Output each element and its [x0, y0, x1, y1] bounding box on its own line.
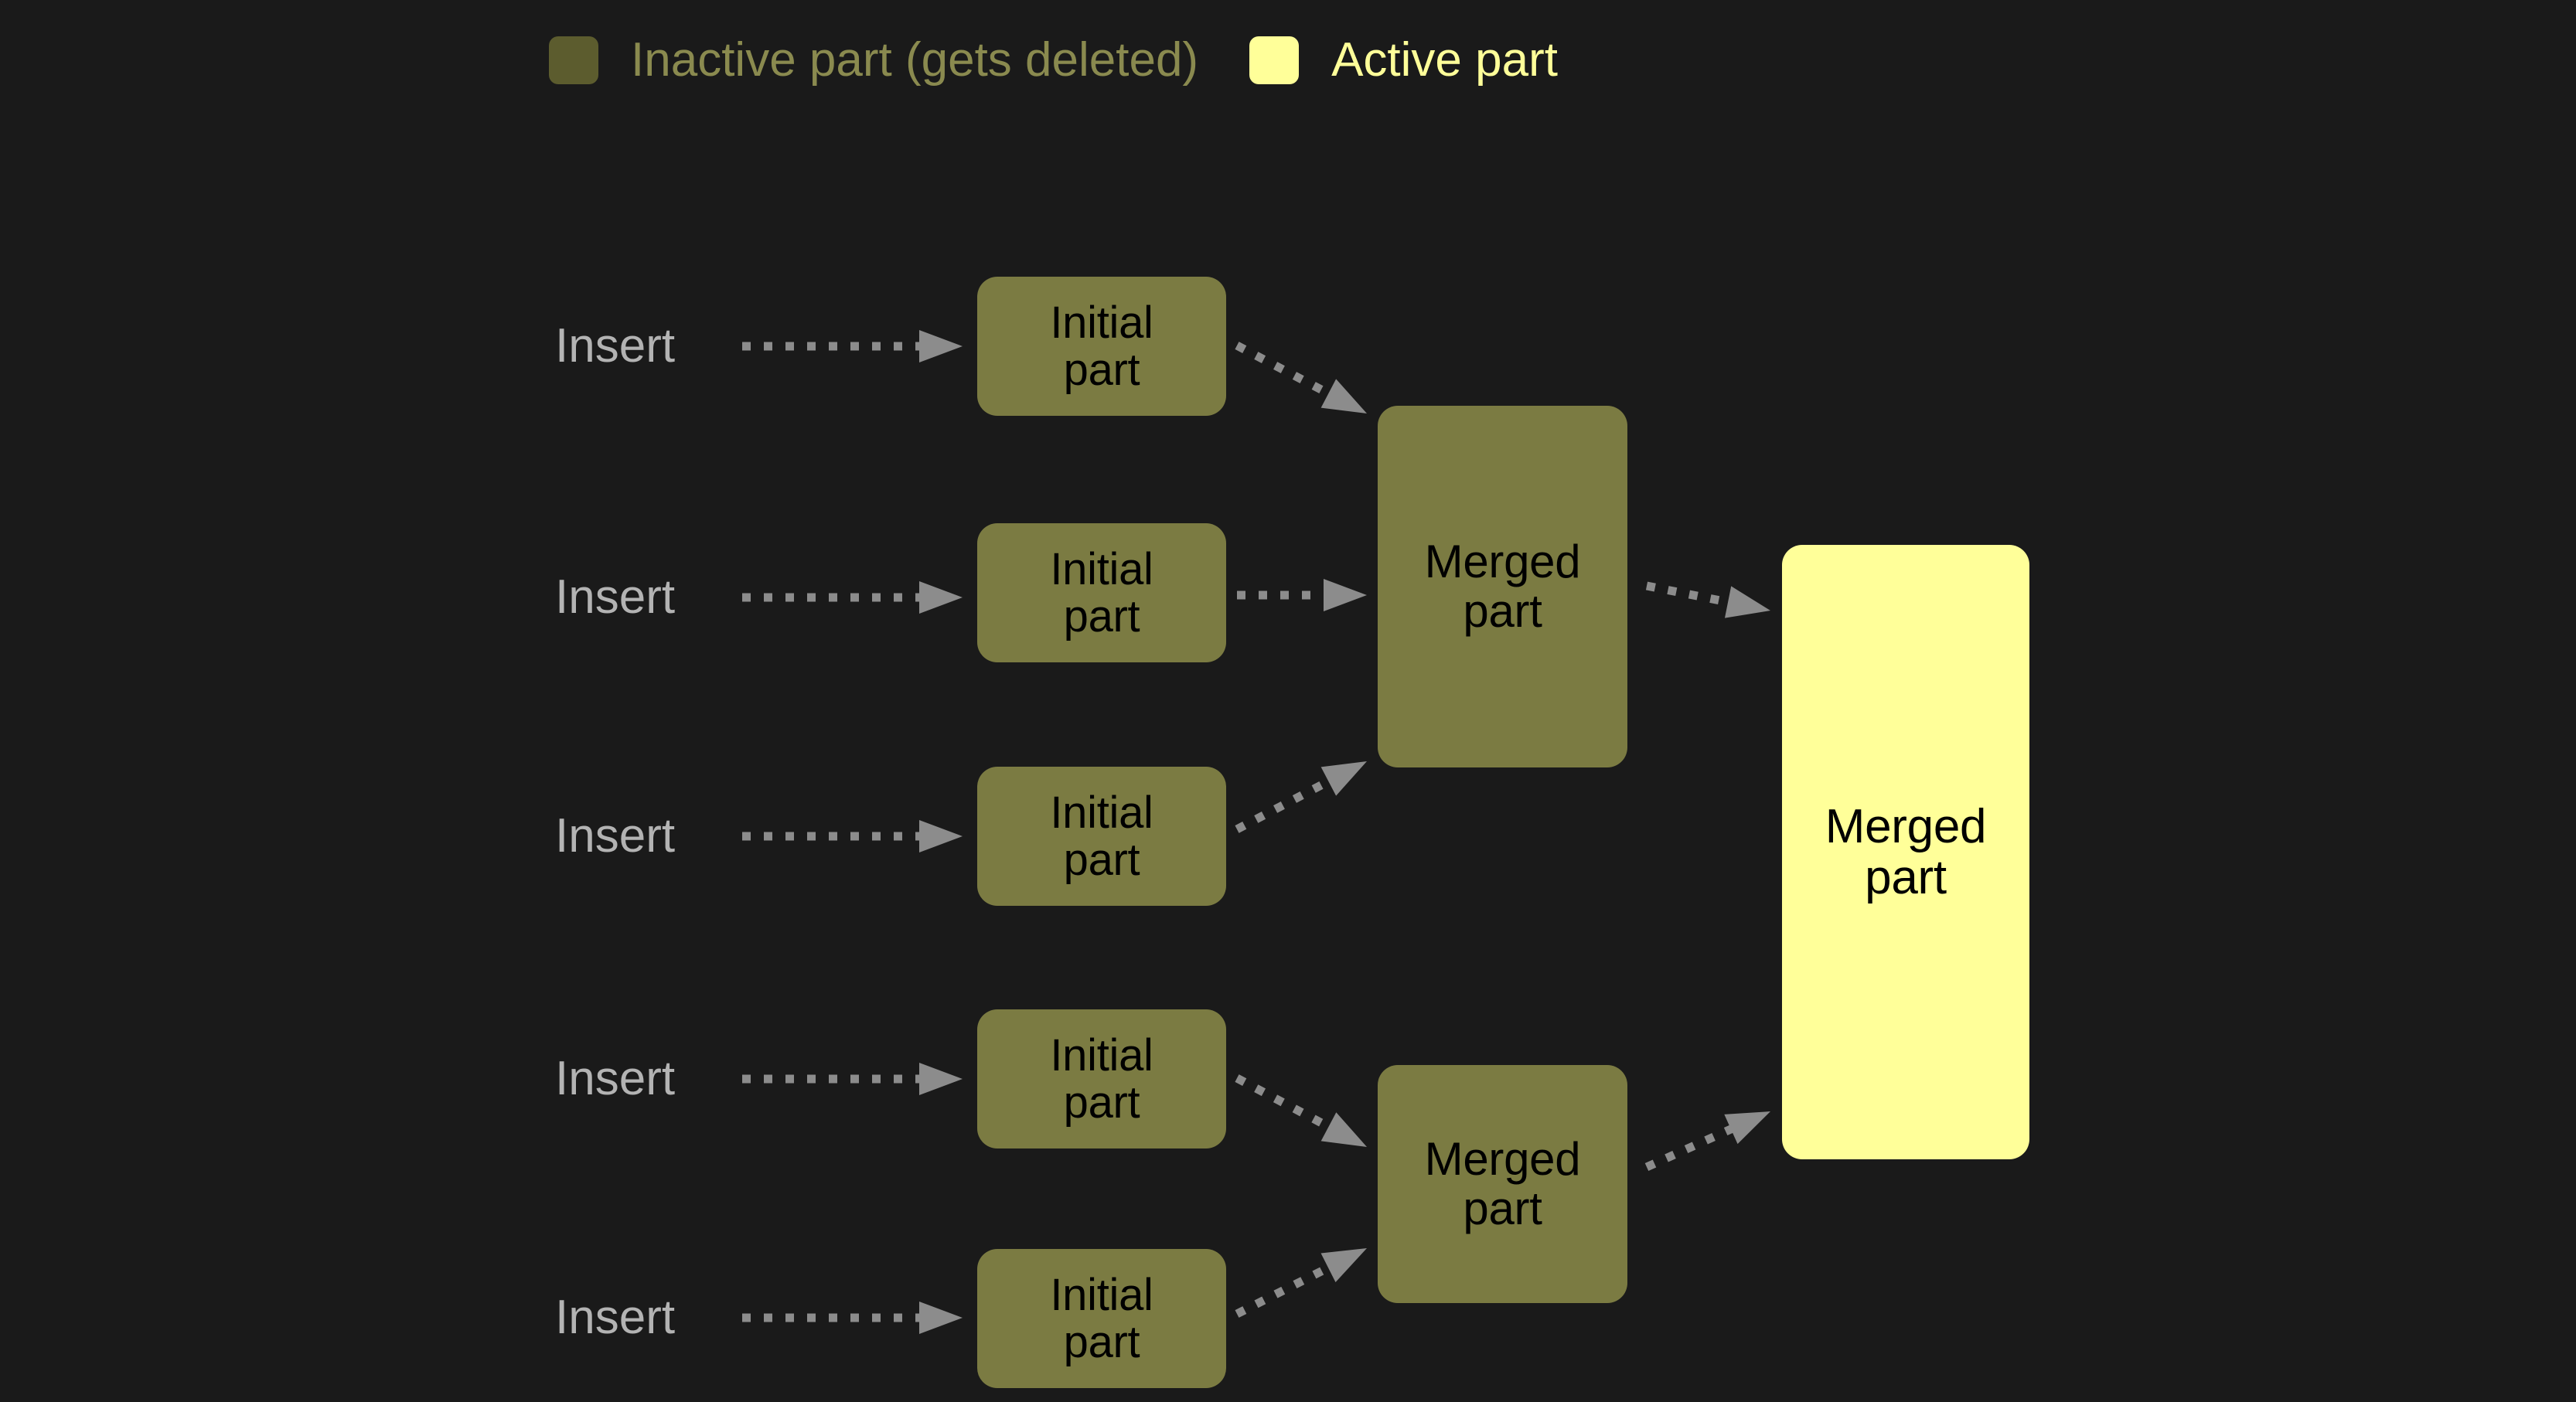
node-label-line2: part — [1063, 1077, 1140, 1128]
edge-arrowhead-icon — [919, 581, 963, 614]
legend-item-inactive: Inactive part (gets deleted) — [549, 36, 1198, 84]
edge-arrowhead-icon — [1320, 379, 1367, 413]
node-label-line2: part — [1063, 591, 1140, 641]
node-label-line1: Initial — [1050, 787, 1153, 838]
insert-label: Insert — [555, 1052, 676, 1105]
edge-arrowhead-icon — [1324, 579, 1367, 611]
node-label-line1: Merged — [1424, 1133, 1581, 1186]
edge-line — [1235, 1074, 1346, 1138]
edge-line — [1235, 342, 1346, 406]
edge-arrowhead-icon — [1320, 1247, 1368, 1283]
node-label-line1: Initial — [1050, 543, 1153, 594]
inactive-swatch-icon — [549, 36, 598, 84]
edge-arrowhead-icon — [919, 1302, 963, 1334]
node-label-line2: part — [1463, 1183, 1542, 1234]
legend: Inactive part (gets deleted) Active part — [549, 31, 1558, 90]
insert-label: Insert — [555, 319, 676, 373]
node-label-line2: part — [1063, 345, 1140, 395]
edge-arrowhead-icon — [919, 820, 963, 852]
node-label-line2: part — [1463, 585, 1542, 637]
node-label-line1: Initial — [1050, 1029, 1153, 1080]
edges-group — [742, 330, 1770, 1334]
edge-arrowhead-icon — [1320, 761, 1367, 796]
node-label-line1: Initial — [1050, 1269, 1153, 1320]
insert-label: Insert — [555, 1291, 676, 1344]
insert-label: Insert — [555, 570, 676, 624]
legend-label-inactive: Inactive part (gets deleted) — [631, 33, 1199, 87]
edge-arrowhead-icon — [919, 1063, 963, 1095]
node-label-line2: part — [1063, 835, 1140, 885]
node-label-line2: part — [1063, 1317, 1140, 1367]
edge-line — [1235, 1256, 1346, 1318]
edge-arrowhead-icon — [1724, 1111, 1770, 1145]
edge-arrowhead-icon — [1724, 586, 1770, 618]
node-label-line1: Merged — [1424, 536, 1581, 588]
edge-arrowhead-icon — [919, 330, 963, 362]
legend-item-active: Active part — [1249, 36, 1558, 84]
node-label-line1: Initial — [1050, 297, 1153, 348]
node-label-line1: Merged — [1825, 799, 1987, 853]
edge-line — [1644, 1118, 1749, 1172]
legend-label-active: Active part — [1331, 33, 1558, 87]
insert-label: Insert — [555, 809, 676, 863]
node-label-line2: part — [1865, 850, 1947, 904]
edge-line — [1235, 769, 1346, 833]
edge-arrowhead-icon — [1320, 1112, 1367, 1148]
active-swatch-icon — [1249, 36, 1300, 84]
edge-line — [1645, 581, 1746, 610]
